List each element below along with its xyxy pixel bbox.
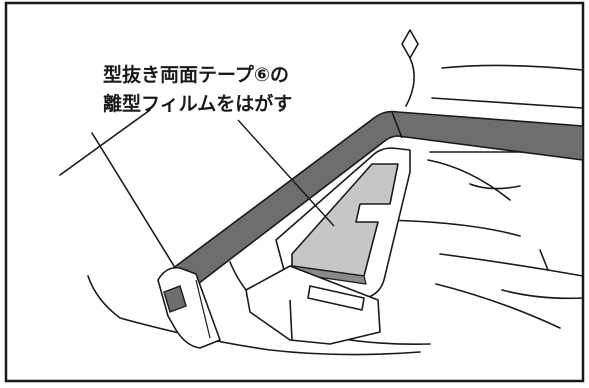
mount-block [245, 265, 381, 345]
mount-block-slot [307, 285, 365, 311]
device-upper-curve [405, 57, 415, 107]
device-inner-curve [427, 159, 511, 201]
device-bottom-detail [501, 289, 584, 300]
device-lower-line [439, 253, 549, 271]
mount-block-body [245, 265, 381, 345]
device-inner-detail [469, 183, 521, 190]
callout-leader-line [237, 119, 335, 227]
mount-block-edge [289, 299, 293, 341]
tape-band [167, 110, 584, 291]
device-tip [401, 29, 419, 59]
tape-band-fold [391, 111, 403, 139]
peeled-film-tab [163, 285, 187, 313]
callout-line-1: 型抜き両面テープ⑥の [103, 63, 289, 86]
device-outline [383, 29, 584, 329]
device-bottom-curve [435, 283, 561, 329]
device-top-edge [441, 64, 584, 71]
guide-line-upper [59, 109, 151, 176]
guide-lines [59, 109, 191, 293]
device-right-notch [539, 249, 584, 277]
device-rail-top [431, 97, 584, 109]
body-lower-curve [87, 275, 421, 356]
peeled-film-crease [195, 279, 211, 339]
device-mid-line [383, 219, 521, 237]
callout-line-2: 離型フィルムをはがす [103, 92, 292, 115]
guide-line-left [91, 132, 191, 293]
